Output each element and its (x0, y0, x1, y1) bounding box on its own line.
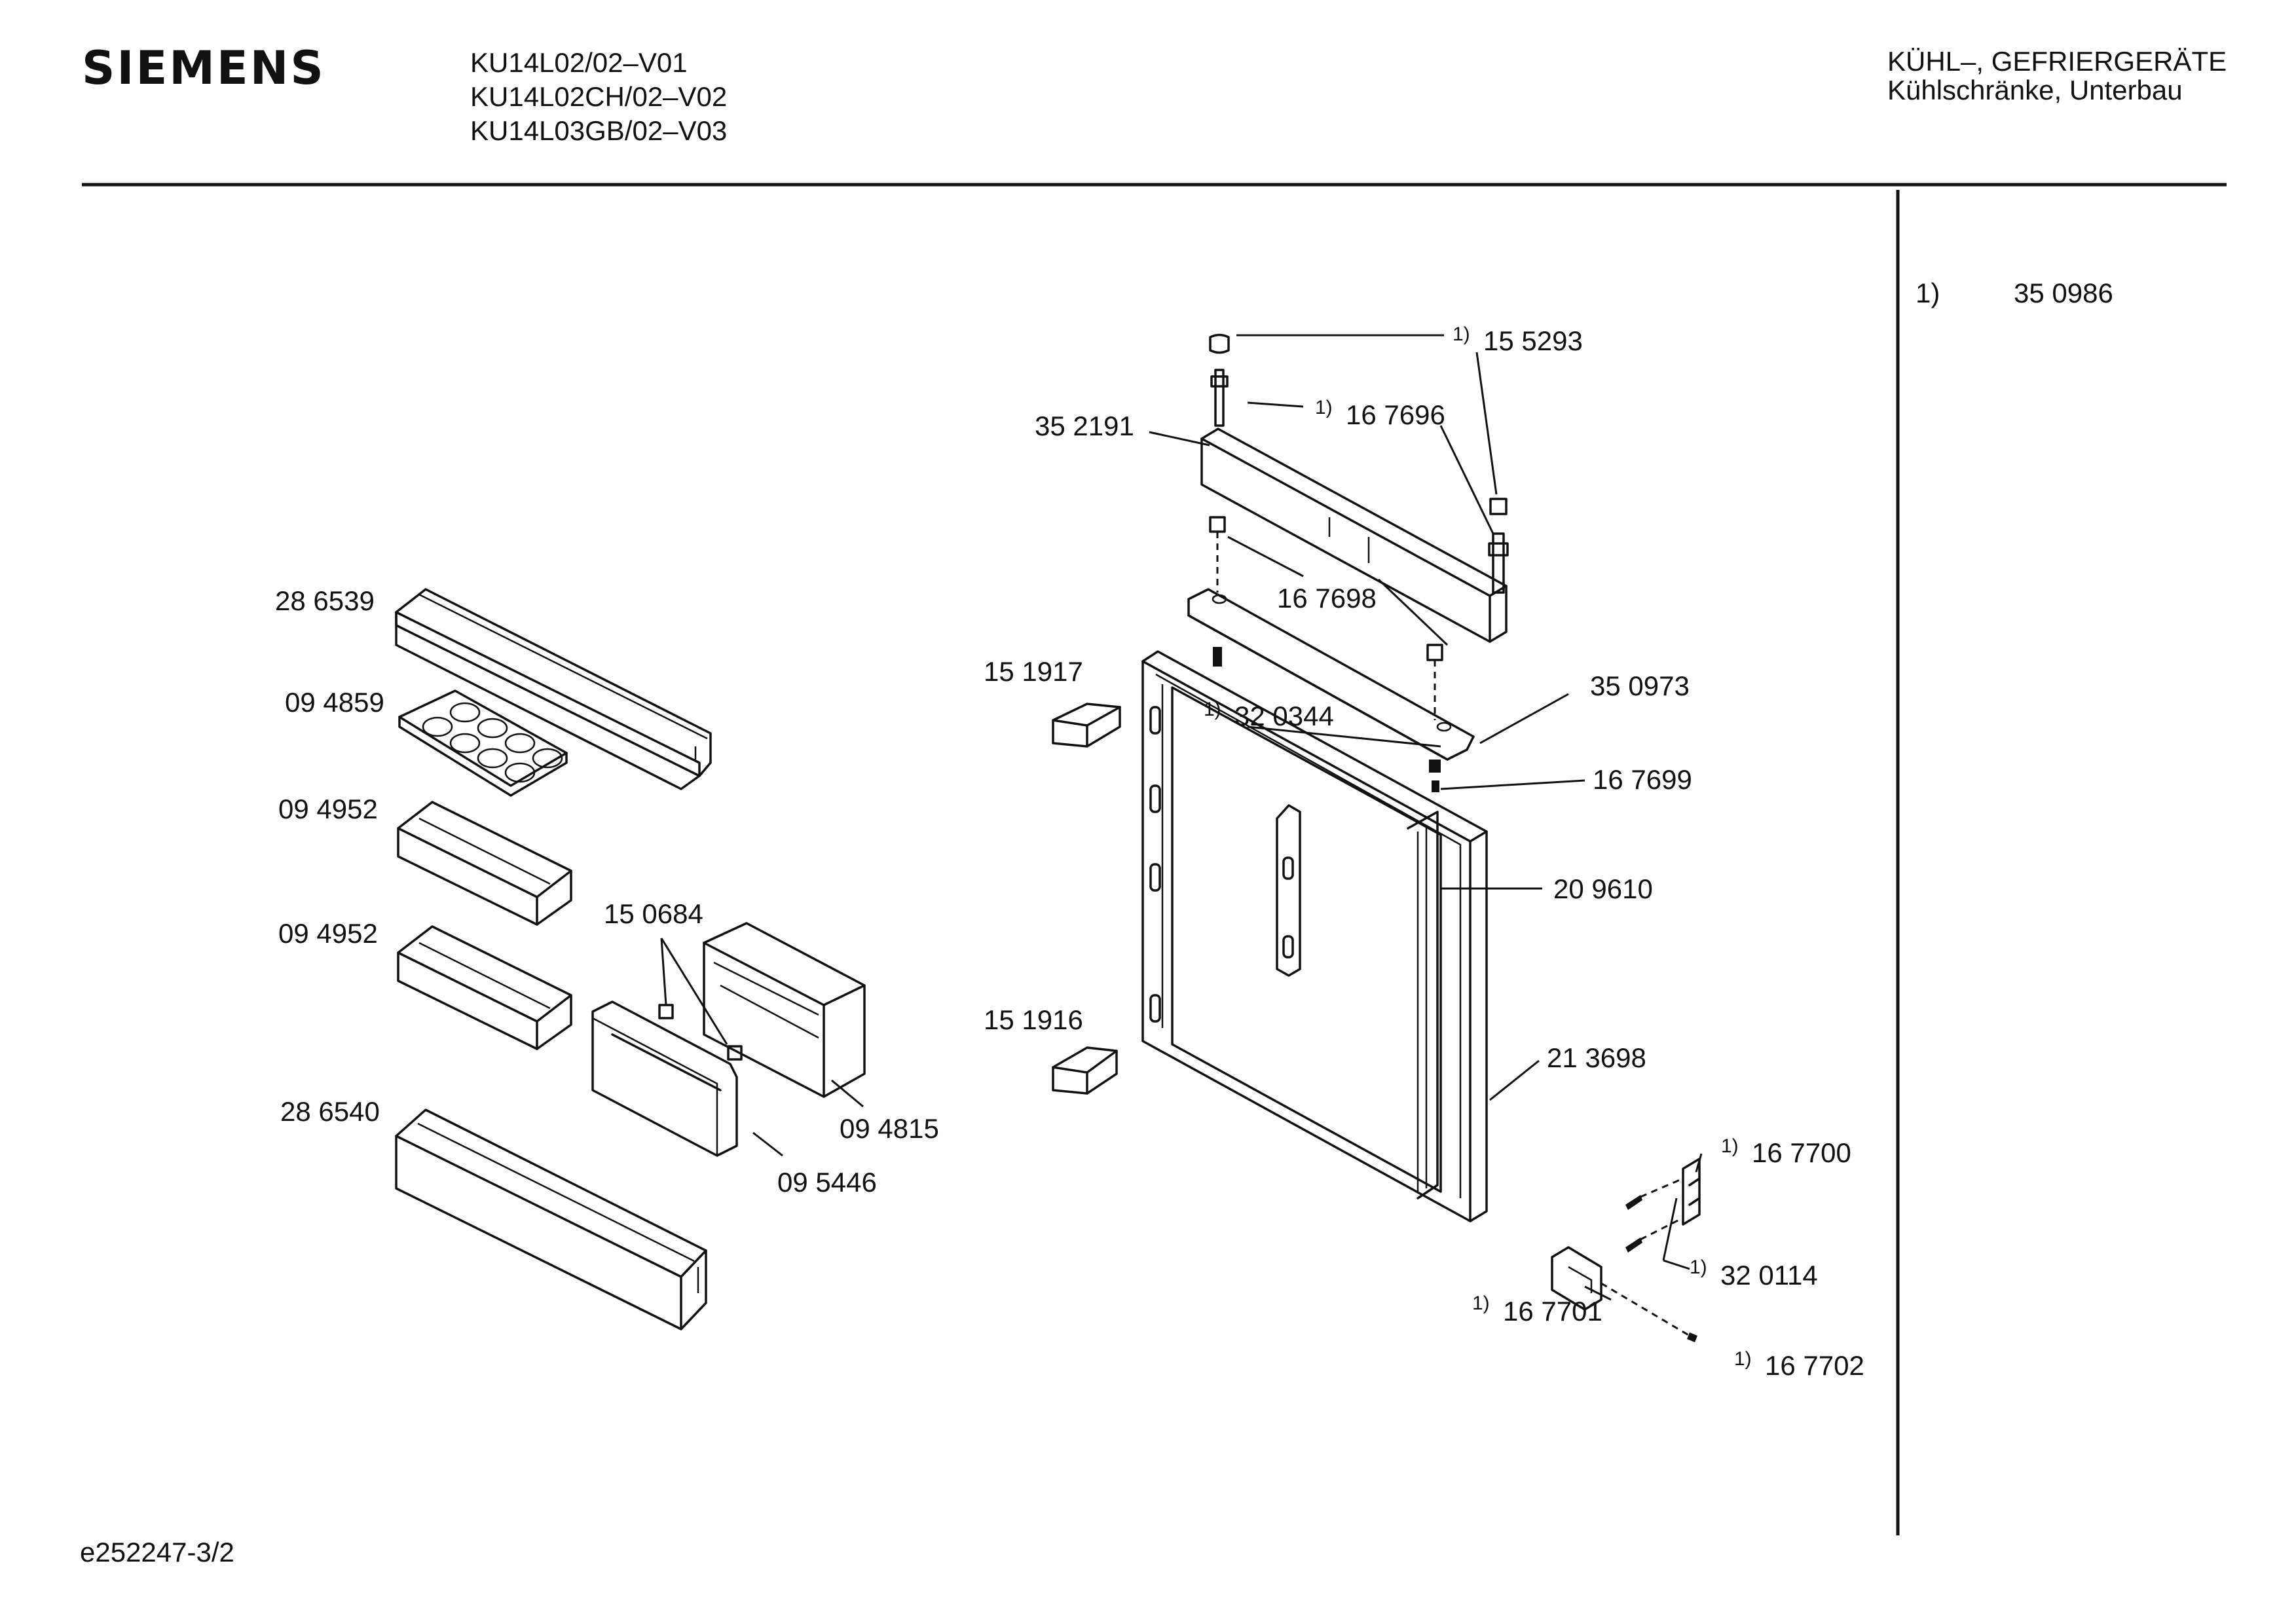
label-320114: 32 0114 (1720, 1260, 1818, 1291)
dairy-compartment (703, 922, 866, 1098)
label-155293: 15 5293 (1483, 325, 1583, 356)
brand-logo: SIEMENS (82, 41, 325, 95)
footnote-mark-155293: 1) (1453, 323, 1470, 345)
label-094815: 09 4815 (840, 1113, 939, 1144)
label-320344: 32 0344 (1234, 701, 1334, 731)
label-167701: 16 7701 (1503, 1296, 1602, 1327)
hinge-bolts (1209, 333, 1509, 792)
footnote-marker: 1) (1916, 278, 1940, 308)
label-286539: 28 6539 (275, 585, 375, 616)
label-151916: 15 1916 (984, 1004, 1083, 1035)
label-095446: 09 5446 (777, 1167, 877, 1198)
door-handle (1276, 804, 1301, 977)
label-209610: 20 9610 (1553, 873, 1653, 904)
drawing-code: e252247-3/2 (80, 1537, 234, 1567)
small-door-shelf-2 (397, 925, 572, 1050)
footnote-mark-167702: 1) (1734, 1348, 1752, 1370)
label-350973: 35 0973 (1590, 670, 1690, 701)
egg-tray (398, 689, 568, 797)
label-150684: 15 0684 (604, 898, 703, 929)
label-094859: 09 4859 (285, 687, 384, 718)
door-seal (1407, 811, 1439, 1200)
label-352191: 35 2191 (1035, 411, 1134, 441)
model-number-1: KU14L02/02–V01 (470, 47, 688, 78)
leader-lines (660, 334, 1703, 1301)
footnote-mark-167696: 1) (1315, 397, 1333, 418)
label-151917: 15 1917 (984, 656, 1083, 687)
footnote-mark-320344: 1) (1204, 699, 1221, 720)
door-bracket-upper (1052, 703, 1121, 748)
door-frame (1141, 650, 1488, 1222)
category-subtitle: Kühlschränke, Unterbau (1887, 75, 2183, 105)
small-door-shelf-1 (397, 801, 572, 926)
model-number-2: KU14L02CH/02–V02 (470, 81, 727, 112)
part-labels: 28 6539 09 4859 09 4952 09 4952 28 6540 … (275, 323, 1864, 1381)
lower-hinge-parts (1551, 1158, 1701, 1342)
label-094952-b: 09 4952 (278, 918, 378, 949)
category-title: KÜHL–, GEFRIERGERÄTE (1887, 46, 2227, 77)
label-286540: 28 6540 (280, 1096, 380, 1127)
door-shelf-lower (395, 1108, 707, 1330)
label-094952-a: 09 4952 (278, 794, 378, 824)
hinge-plate (1187, 588, 1475, 761)
footnote-mark-167701: 1) (1472, 1292, 1490, 1314)
model-number-3: KU14L03GB/02–V03 (470, 115, 727, 146)
label-167696: 16 7696 (1346, 399, 1445, 430)
top-hinge-bar (1200, 428, 1508, 643)
label-167702: 16 7702 (1765, 1350, 1864, 1381)
footnote-part-number: 35 0986 (2014, 278, 2113, 308)
label-213698: 21 3698 (1547, 1042, 1646, 1073)
label-167699: 16 7699 (1593, 764, 1692, 795)
label-167698: 16 7698 (1277, 583, 1377, 614)
door-shelf-upper (395, 588, 712, 790)
door-bracket-lower (1052, 1046, 1118, 1095)
label-167700: 16 7700 (1752, 1137, 1851, 1168)
footnote-mark-320114: 1) (1690, 1256, 1707, 1278)
dairy-flap (591, 1000, 738, 1157)
footnote-mark-167700: 1) (1721, 1135, 1739, 1157)
